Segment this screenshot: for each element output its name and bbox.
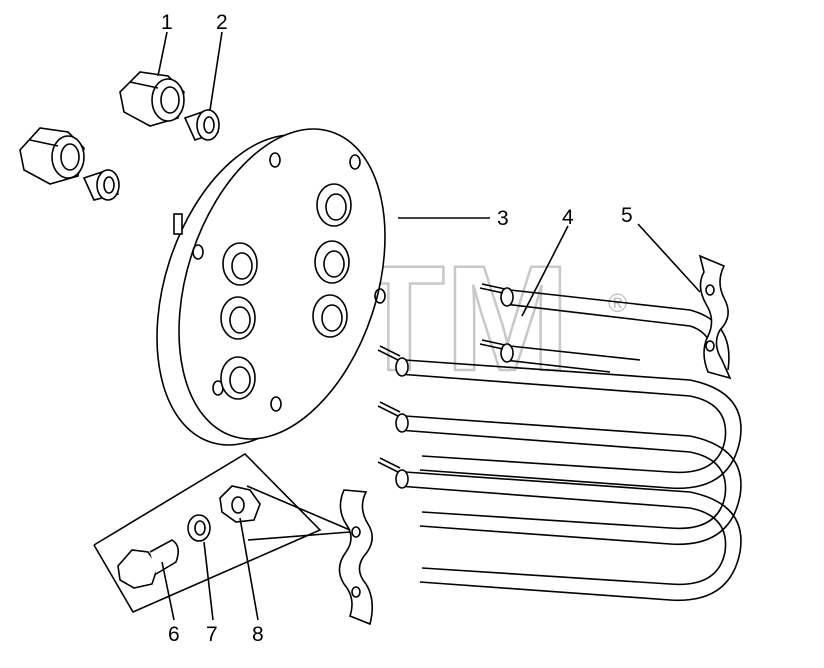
- hex-nut-part-1: [119, 71, 185, 127]
- callout-3: 3: [497, 207, 509, 230]
- clamp: [338, 489, 374, 626]
- callout-labels: 1 2 3 4 5 6 7 8: [161, 11, 633, 646]
- sleeve-part-2: [183, 109, 220, 141]
- callout-1: 1: [161, 11, 173, 34]
- callout-5: 5: [621, 204, 633, 227]
- bracket-part-5: [698, 254, 732, 380]
- callout-7: 7: [206, 623, 218, 646]
- nut-part-8: [219, 485, 261, 523]
- callout-2: 2: [216, 11, 228, 34]
- hex-nut-left: [19, 127, 85, 185]
- leader-lines: [157, 31, 701, 621]
- watermark-registered-mark: ®: [608, 288, 627, 318]
- hardware-group: [93, 452, 374, 626]
- washer-part-7: [187, 514, 211, 542]
- callout-4: 4: [562, 206, 574, 229]
- heating-elements-part-4: [377, 283, 742, 602]
- flange-plate-part-3: [156, 128, 386, 446]
- bolt-part-6: [117, 539, 180, 589]
- callout-8: 8: [252, 623, 264, 646]
- callout-6: 6: [168, 623, 180, 646]
- sleeve-left: [82, 169, 120, 201]
